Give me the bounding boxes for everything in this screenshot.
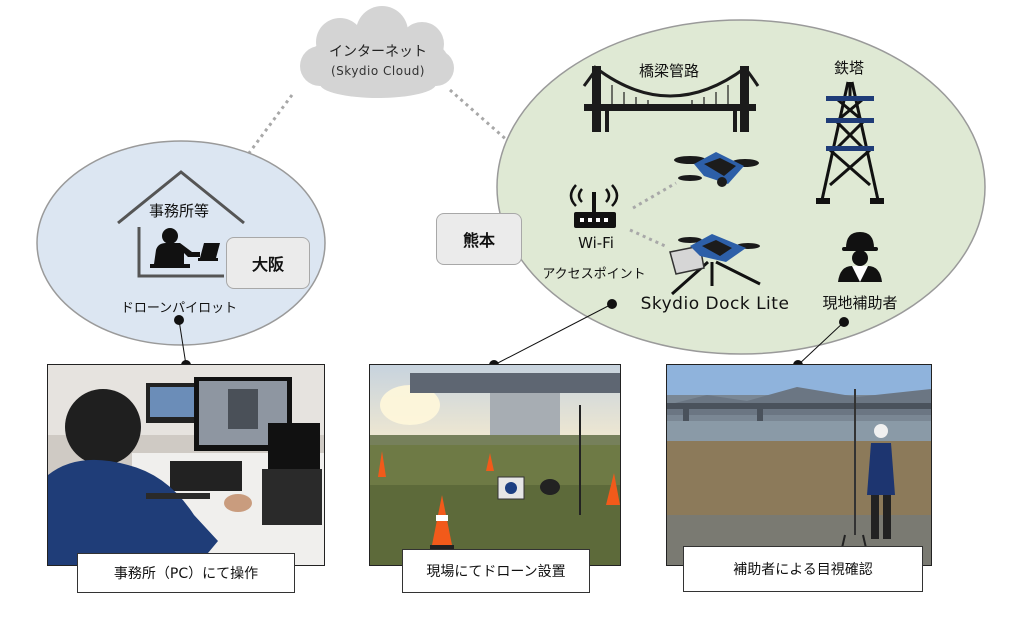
cloud-icon [300,6,454,98]
bridge-icon [582,64,760,132]
photo-field-dock [369,364,621,566]
tower-icon [816,81,884,204]
pilot-label: ドローンパイロット [120,301,238,316]
office-house-icon [117,170,245,278]
helper-icon [838,232,882,282]
internet-subtitle: (Skydio Cloud) [331,64,425,78]
connection-cloud-osaka [236,94,294,169]
osaka-place-label: 大阪 [251,255,284,274]
drone-icon [674,152,759,187]
office-label: 事務所等 [148,202,210,220]
dock-icon [669,234,761,296]
photo-office-scene [48,365,324,565]
wifi-router-icon [569,184,619,228]
kumamoto-place-label: 熊本 [462,231,495,250]
caption-office: 事務所（PC）にて操作 [77,553,295,593]
photo-office [47,364,325,566]
caption-field: 現場にてドローン設置 [402,549,590,593]
pilot-desk-icon [150,228,220,268]
caption-helper: 補助者による目視確認 [683,546,923,592]
tower-label: 鉄塔 [833,59,865,77]
caption-helper-text: 補助者による目視確認 [733,562,873,578]
caption-office-text: 事務所（PC）にて操作 [113,566,259,582]
kumamoto-place-box: 熊本 [436,213,522,265]
connector-lines [178,303,845,366]
photo-helper [666,364,932,566]
internet-title: インターネット [329,44,427,60]
osaka-bubble [36,140,326,346]
dock-label: Skydio Dock Lite [640,294,790,314]
access-point-label: アクセスポイント [542,267,646,282]
caption-field-text: 現場にてドローン設置 [426,564,566,580]
photo-helper-scene [667,365,931,565]
wifi-label: Wi-Fi [578,234,614,252]
bridge-label: 橋梁管路 [638,62,700,80]
photo-field-scene [370,365,620,565]
osaka-place-box: 大阪 [226,237,310,289]
helper-label: 現地補助者 [822,294,898,312]
connection-wifi-drone [632,181,677,210]
